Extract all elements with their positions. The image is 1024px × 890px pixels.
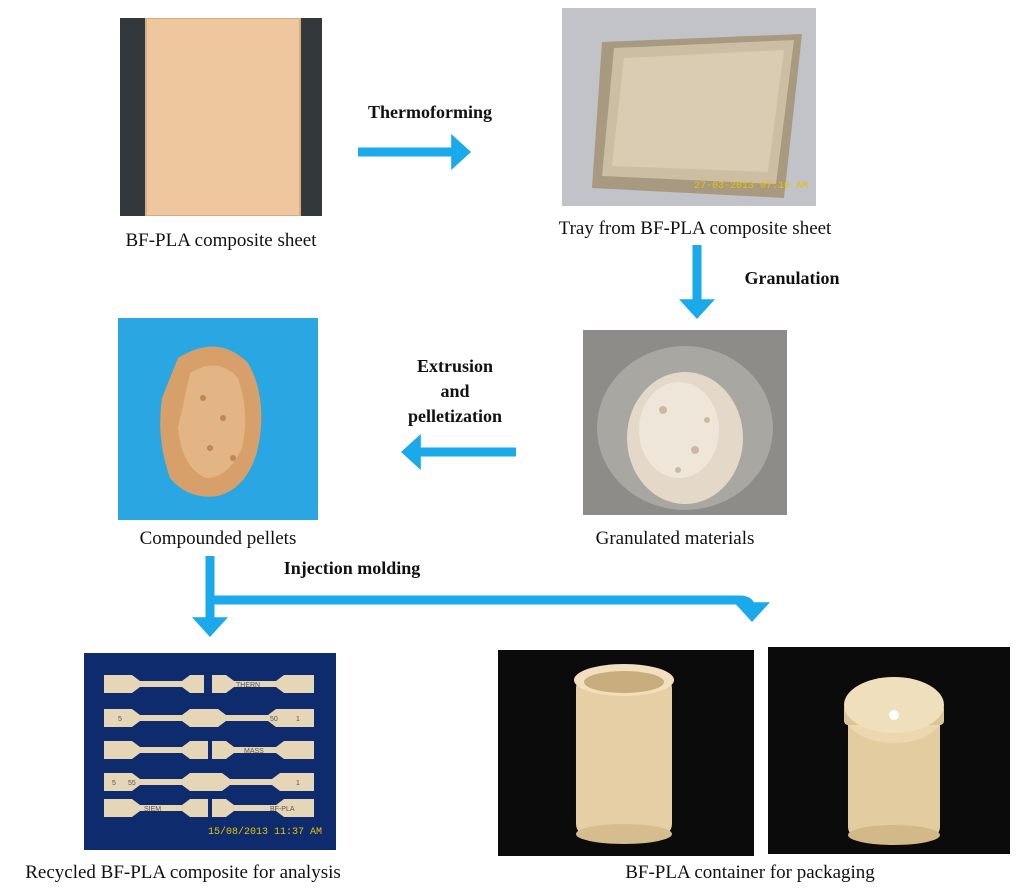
specimen-mark: 55 [128, 780, 136, 787]
specimen-mark: SIEM [144, 806, 161, 813]
extrusion-label-line2: and [440, 381, 470, 401]
pellets-photo [118, 318, 318, 520]
tray-photo-timestamp: 27-03-2013 07:16 AM [693, 181, 808, 192]
recycled-caption: Recycled BF-PLA composite for analysis [25, 862, 341, 883]
extrusion-label: Extrusion and pelletization [390, 354, 520, 429]
tray-photo: 27-03-2013 07:16 AM [562, 8, 816, 206]
specimen-mark: BF-PLA [270, 806, 295, 813]
specimen-mark: 5 [118, 716, 122, 723]
extrusion-label-line3: pelletization [408, 406, 502, 426]
tray-caption: Tray from BF-PLA composite sheet [558, 218, 832, 239]
specimen-mark: MASS [244, 748, 264, 755]
sheet-caption: BF-PLA composite sheet [125, 230, 317, 251]
specimen-mark: 1 [296, 780, 300, 787]
container-caption: BF-PLA container for packaging [625, 862, 875, 883]
container-closed-photo [768, 647, 1010, 854]
injection-branch-arrow [210, 595, 770, 622]
granulated-caption: Granulated materials [595, 528, 755, 549]
sheet-photo [120, 18, 322, 216]
container-open-photo [498, 650, 754, 856]
injection-label: Injection molding [283, 558, 421, 578]
specimen-mark: THERN [236, 682, 260, 689]
extrusion-label-line1: Extrusion [416, 356, 494, 376]
specimen-mark: 5 [112, 780, 116, 787]
specimen-mark: 1 [296, 716, 300, 723]
granulation-label: Granulation [744, 268, 840, 288]
granulated-photo [583, 330, 787, 515]
recycled-photo: THERN 5 50 1 MASS 5 55 1 SIEM BF-PLA 15/… [84, 653, 336, 850]
specimen-mark: 50 [270, 716, 278, 723]
pellets-caption: Compounded pellets [139, 528, 297, 549]
thermoforming-label: Thermoforming [368, 102, 492, 122]
recycled-photo-timestamp: 15/08/2013 11:37 AM [207, 827, 322, 838]
